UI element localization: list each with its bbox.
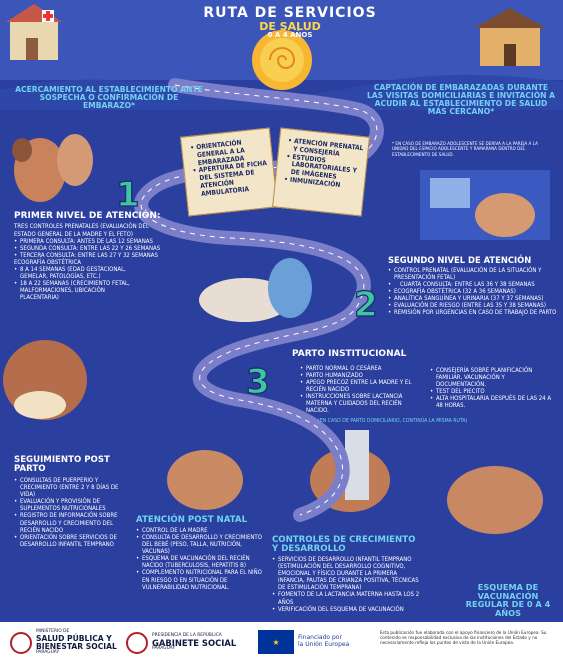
segundo-nivel-title: SEGUNDO NIVEL DE ATENCIÓN xyxy=(388,255,532,265)
postparto-item: REGISTRO DE INFORMACIÓN SOBRE DESARROLLO… xyxy=(14,512,124,533)
primer-nivel-intro: TRES CONTROLES PRENATALES (EVALUACIÓN DE… xyxy=(14,223,149,231)
natal-item: COMPLEMENTO NUTRICIONAL PARA EL NIÑO EN … xyxy=(136,569,264,590)
page-title: RUTA DE SERVICIOS DE SALUD 0 a 4 AÑOS xyxy=(190,6,390,40)
figure-doctor-child xyxy=(167,450,243,510)
parto-note: (EN CASO DE PARTO DOMICILIARIO, CONTINÚA… xyxy=(318,418,468,424)
gabinete-pre: PRESIDENCIA DE LA REPÚBLICA xyxy=(152,632,222,638)
eu-logo: ★ Financiado por la Unión Europea xyxy=(258,630,349,654)
natal-item: ESQUEMA DE VACUNACIÓN DEL RECIÉN NACIDO … xyxy=(136,555,264,569)
title-line-1: RUTA DE SERVICIOS xyxy=(203,5,377,21)
segundo-nivel-item: ANALÍTICA SANGUÍNEA Y URINARIA (37 Y 37 … xyxy=(388,295,558,302)
figure-nurse xyxy=(268,258,312,318)
house-icon xyxy=(474,8,546,66)
segundo-nivel-section: SEGUNDO NIVEL DE ATENCIÓN CONTROL PRENAT… xyxy=(388,255,558,317)
house-icon xyxy=(6,4,62,60)
card-right-list: ATENCIÓN PRENATAL Y CONSEJERÍA ESTUDIOS … xyxy=(276,129,369,192)
card-left-item: APERTURA DE FICHA DEL SISTEMA DE ATENCIÓ… xyxy=(192,159,271,199)
sun-icon xyxy=(252,30,312,90)
natal-item: CONSULTA DE DESARROLLO Y CRECIMIENTO DEL… xyxy=(136,534,264,555)
segundo-nivel-item: REMISIÓN POR URGENCIAS EN CASO DE TRABAJ… xyxy=(388,309,558,316)
captacion-title: CAPTACIÓN DE EMBARAZADAS DURANTE LAS VIS… xyxy=(366,83,556,116)
gabinete-name: GABINETE SOCIAL xyxy=(152,637,237,648)
gabinete-logo: PRESIDENCIA DE LA REPÚBLICA GABINETE SOC… xyxy=(126,632,236,654)
esquema-title: ESQUEMA DE VACUNACIÓN REGULAR DE 0 A 4 A… xyxy=(465,582,551,618)
parto-item: CONSEJERÍA SOBRE PLANIFICACIÓN FAMILIAR,… xyxy=(430,367,555,388)
figure-doctor xyxy=(57,134,93,186)
primer-nivel-item: PRIMERA CONSULTA: ANTES DE LAS 12 SEMANA… xyxy=(14,238,204,245)
parto-item: ALTA HOSPITALARIA DESPUÉS DE LAS 24 A 48… xyxy=(430,395,555,409)
gabinete-country: PARAGUAY xyxy=(152,646,176,652)
natal-item: CONTROL DE LA MADRE xyxy=(136,527,264,534)
primer-nivel-eco-item: 8 A 14 SEMANAS (EDAD GESTACIONAL, GEMELA… xyxy=(14,266,134,280)
controles-item: SERVICIOS DE DESARROLLO INFANTIL TEMPRAN… xyxy=(272,556,422,591)
eu-flag-icon: ★ xyxy=(258,630,294,654)
primer-nivel-section: PRIMER NIVEL DE ATENCIÓN: TRES CONTROLES… xyxy=(14,211,204,301)
eu-line1: Financiado por xyxy=(298,634,342,642)
ministerio-name1: SALUD PÚBLICA Y xyxy=(36,633,112,643)
postparto-section: SEGUIMIENTO POST PARTO CONSULTAS DE PUER… xyxy=(14,455,124,548)
segundo-nivel-item: EVALUACIÓN DE RIESGO (ENTRE LAS 35 Y 38 … xyxy=(388,302,558,309)
ministerio-name2: BIENESTAR SOCIAL xyxy=(36,641,117,651)
parto-item: INSTRUCCIONES SOBRE LACTANCIA MATERNA Y … xyxy=(300,393,425,414)
step-number-3: 3 xyxy=(246,362,270,402)
footer-bar: MINISTERIO DE SALUD PÚBLICA Y BIENESTAR … xyxy=(0,622,563,666)
figure-vaccination xyxy=(447,466,543,534)
parto-left-list: PARTO NORMAL O CESÁREA PARTO HUMANIZADO … xyxy=(300,365,425,415)
hills xyxy=(0,74,563,110)
card-left-list: ORIENTACIÓN GENERAL A LA EMBARAZADA APER… xyxy=(181,129,275,200)
parto-item: PARTO NORMAL O CESÁREA xyxy=(300,365,425,372)
ministerio-pre: MINISTERIO DE xyxy=(36,629,70,634)
eu-disclaimer: Esta publicación fue elaborada con el ap… xyxy=(380,630,547,646)
parto-item: PARTO HUMANIZADO xyxy=(300,372,425,379)
ministerio-country: PARAGUAY xyxy=(36,649,60,655)
seal-icon xyxy=(126,632,148,654)
postparto-title: SEGUIMIENTO POST PARTO xyxy=(14,455,110,475)
segundo-nivel-item: CONTROL PRENATAL (EVALUACIÓN DE LA SITUA… xyxy=(388,267,558,281)
controles-item: FOMENTO DE LA LACTANCIA MATERNA HASTA LO… xyxy=(272,591,422,605)
parto-title: PARTO INSTITUCIONAL xyxy=(292,349,407,359)
parto-right-list: CONSEJERÍA SOBRE PLANIFICACIÓN FAMILIAR,… xyxy=(430,367,555,409)
primer-nivel-title: PRIMER NIVEL DE ATENCIÓN: xyxy=(14,211,161,221)
segundo-nivel-item: CUARTA CONSULTA: ENTRE LAS 36 Y 38 SEMAN… xyxy=(388,281,558,288)
controles-item: VERIFICACIÓN DEL ESQUEMA DE VACUNACIÓN xyxy=(272,606,422,613)
controles-title: CONTROLES DE CRECIMIENTO Y DESARROLLO xyxy=(272,535,416,555)
acercamiento-title: ACERCAMIENTO AL ESTABLECIMIENTO ANTE SOS… xyxy=(15,85,203,110)
title-line-3: 0 a 4 AÑOS xyxy=(267,31,313,40)
parto-section: PARTO INSTITUCIONAL xyxy=(292,349,442,359)
primer-nivel-eco: ECOGRAFÍA OBSTÉTRICA xyxy=(14,258,81,266)
step-number-2: 2 xyxy=(354,285,378,325)
controles-section: CONTROLES DE CRECIMIENTO Y DESARROLLO SE… xyxy=(272,535,422,613)
primer-nivel-intro: ESTADO GENERAL DE LA MADRE Y EL FETO) xyxy=(14,230,133,238)
prenatal-card: ATENCIÓN PRENATAL Y CONSEJERÍA ESTUDIOS … xyxy=(272,127,370,217)
natal-section: ATENCIÓN POST NATAL CONTROL DE LA MADRE … xyxy=(136,515,264,591)
postparto-item: EVALUACIÓN Y PROVISIÓN DE SUPLEMENTOS NU… xyxy=(14,498,124,512)
parto-item: APEGO PRECOZ ENTRE LA MADRE Y EL RECIÉN … xyxy=(300,379,425,393)
orientation-card: ORIENTACIÓN GENERAL A LA EMBARAZADA APER… xyxy=(180,127,278,217)
primer-nivel-item: SEGUNDA CONSULTA: ENTRE LAS 22 Y 26 SEMA… xyxy=(14,245,204,252)
ministerio-logo: MINISTERIO DE SALUD PÚBLICA Y BIENESTAR … xyxy=(10,629,117,655)
postparto-item: CONSULTAS DE PUERPERIO Y CRECIMIENTO (EN… xyxy=(14,477,124,498)
parto-item: TEST DEL PIECITO xyxy=(430,388,555,395)
eu-line2: la Unión Europea xyxy=(298,641,350,648)
step-number-1: 1 xyxy=(116,175,140,215)
postparto-item: ORIENTACIÓN SOBRE SERVICIOS DE DESARROLL… xyxy=(14,534,124,548)
road-path xyxy=(134,78,384,522)
segundo-nivel-item: ECOGRAFÍA OBSTÉTRICA (32 A 36 SEMANAS) xyxy=(388,288,558,295)
primer-nivel-item: TERCERA CONSULTA: ENTRE LAS 27 Y 32 SEMA… xyxy=(14,252,204,259)
captacion-note: * EN CASO DE EMBARAZO ADOLESCENTE SE DER… xyxy=(392,142,538,158)
delivery-bed xyxy=(199,278,291,322)
title-line-2: DE SALUD xyxy=(259,19,321,33)
natal-title: ATENCIÓN POST NATAL xyxy=(136,515,248,525)
seal-icon xyxy=(10,631,32,654)
primer-nivel-eco-item: 18 A 22 SEMANAS (CRECIMIENTO FETAL, MALF… xyxy=(14,280,134,301)
